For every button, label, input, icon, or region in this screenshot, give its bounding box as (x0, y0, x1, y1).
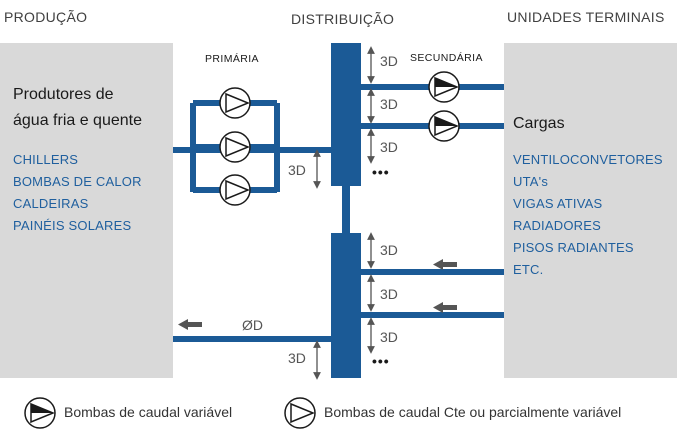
supply-collector (331, 43, 361, 186)
label-secondary-circuit: SECUNDÁRIA (410, 52, 483, 64)
dimension-label: 3D (380, 242, 398, 258)
legend-constant-pump-icon (284, 397, 316, 429)
dimension-label: 3D (380, 53, 398, 69)
continuation-dots: ••• (372, 164, 390, 180)
list-item: ETC. (513, 262, 544, 277)
list-item: VENTILOCONVETORES (513, 152, 663, 167)
dimension-label: 3D (288, 162, 306, 178)
production-title-line1: Produtores de (13, 86, 114, 103)
continuation-dots: ••• (372, 353, 390, 369)
constant-flow-pump-icon (219, 174, 251, 206)
secondary-return-pipe-2 (361, 312, 504, 318)
flow-direction-arrow (178, 319, 202, 330)
legend-variable-pump-label: Bombas de caudal variável (64, 404, 233, 420)
variable-flow-pump-icon (428, 110, 460, 142)
list-item: UTA's (513, 174, 549, 189)
variable-flow-pump-icon (428, 71, 460, 103)
flow-direction-arrow (433, 302, 457, 313)
list-item: CHILLERS (13, 152, 79, 167)
terminal-list: VENTILOCONVETORES UTA's VIGAS ATIVAS RAD… (513, 149, 663, 281)
label-primary-circuit: PRIMÁRIA (205, 53, 259, 65)
production-title: Produtores de água fria e quente (13, 82, 142, 134)
constant-flow-pump-icon (219, 131, 251, 163)
list-item: VIGAS ATIVAS (513, 196, 603, 211)
legend-constant-pump-label: Bombas de caudal Cte ou parcialmente var… (324, 404, 622, 420)
return-pipe-to-production (173, 336, 331, 342)
list-item: RADIADORES (513, 218, 601, 233)
header-production: PRODUÇÃO (4, 9, 88, 25)
dimension-label: 3D (380, 139, 398, 155)
primary-circuit (173, 100, 332, 193)
list-item: PISOS RADIANTES (513, 240, 634, 255)
secondary-return-pipe-1 (361, 269, 504, 275)
collector-connector (342, 186, 350, 233)
list-item: PAINÉIS SOLARES (13, 218, 132, 233)
diameter-label: ØD (242, 317, 263, 333)
return-collector (331, 233, 361, 378)
header-terminal-units: UNIDADES TERMINAIS (507, 9, 665, 25)
dimension-label: 3D (380, 96, 398, 112)
dimension-label: 3D (380, 286, 398, 302)
list-item: CALDEIRAS (13, 196, 89, 211)
constant-flow-pump-icon (219, 87, 251, 119)
production-box (0, 43, 173, 378)
flow-direction-arrow (433, 259, 457, 270)
header-distribution: DISTRIBUIÇÃO (291, 11, 395, 27)
terminal-title: Cargas (513, 115, 565, 132)
dimension-label: 3D (380, 329, 398, 345)
terminal-units-box (504, 43, 677, 378)
production-title-line2: água fria e quente (13, 112, 142, 129)
list-item: BOMBAS DE CALOR (13, 174, 142, 189)
production-list: CHILLERS BOMBAS DE CALOR CALDEIRAS PAINÉ… (13, 149, 142, 237)
dimension-label: 3D (288, 350, 306, 366)
legend-variable-pump-icon (24, 397, 56, 429)
